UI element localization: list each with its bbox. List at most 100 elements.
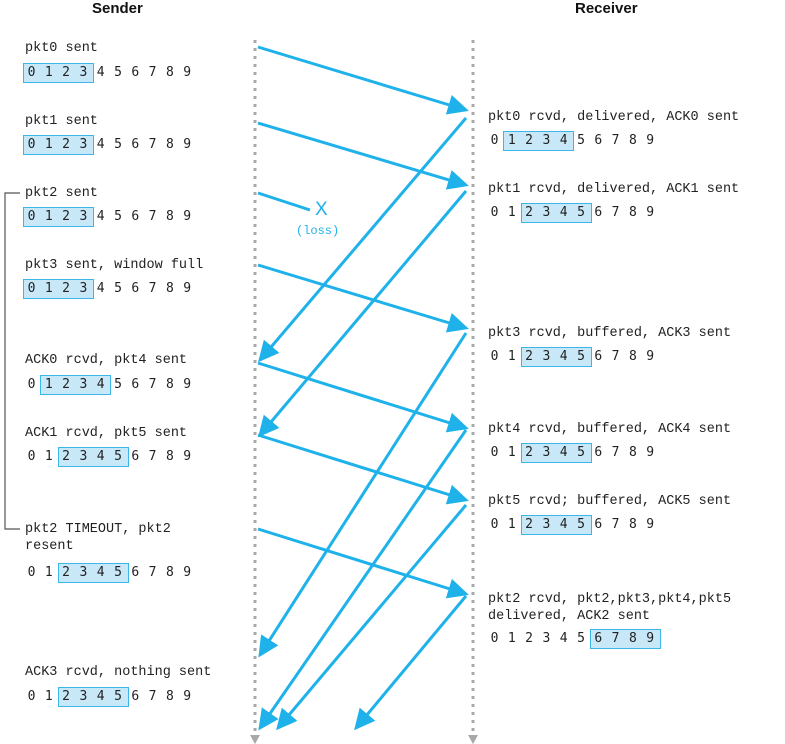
sequence-number: 1 <box>44 565 53 580</box>
sequence-number: 3 <box>542 631 551 646</box>
sequence-number: 9 <box>646 205 655 220</box>
sequence-number: 3 <box>79 377 88 392</box>
sequence-number: 6 <box>594 349 603 364</box>
sequence-number: 5 <box>114 565 122 580</box>
sequence-number: 6 <box>594 133 603 148</box>
sequence-number: 3 <box>79 689 88 704</box>
sequence-number: 5 <box>577 133 585 148</box>
sender-window-highlight <box>57 447 129 467</box>
sequence-number: 0 <box>490 349 499 364</box>
sequence-number: 1 <box>507 205 516 220</box>
sequence-number: 2 <box>525 205 533 220</box>
sequence-number: 1 <box>44 281 53 296</box>
sequence-number: 4 <box>96 65 105 80</box>
sequence-number: 7 <box>611 517 620 532</box>
sequence-number: 1 <box>44 137 53 152</box>
sequence-number: 2 <box>62 449 70 464</box>
ack0-arrow <box>258 117 468 363</box>
sequence-number: 5 <box>114 377 122 392</box>
sequence-number: 8 <box>628 445 637 460</box>
ack4-arrow <box>258 429 468 731</box>
sequence-number: 0 <box>490 205 499 220</box>
sequence-number: 8 <box>165 65 174 80</box>
arrows-group <box>257 45 469 731</box>
sender-event-label: pkt2 sent <box>25 186 98 201</box>
sequence-number: 1 <box>44 449 53 464</box>
sequence-number: 2 <box>525 133 533 148</box>
sequence-number: 2 <box>62 281 70 296</box>
receiver-window-highlight <box>520 515 592 535</box>
sequence-number: 6 <box>594 445 603 460</box>
sequence-number: 6 <box>131 689 140 704</box>
sequence-number: 9 <box>183 377 192 392</box>
sequence-number: 0 <box>27 377 36 392</box>
receiver-event-label: pkt2 rcvd, pkt2,pkt3,pkt4,pkt5 delivered… <box>488 592 732 624</box>
sequence-number: 8 <box>628 349 637 364</box>
sequence-number: 0 <box>490 445 499 460</box>
sequence-number: 6 <box>131 281 140 296</box>
sequence-number: 4 <box>96 209 105 224</box>
sequence-number: 7 <box>148 565 157 580</box>
sequence-number: 1 <box>44 377 53 392</box>
sequence-number: 8 <box>165 377 174 392</box>
sequence-number: 3 <box>79 281 88 296</box>
sequence-number: 0 <box>27 65 36 80</box>
sender-timeline-arrowhead <box>250 735 260 744</box>
sequence-number: 3 <box>79 137 88 152</box>
sequence-number: 9 <box>183 137 192 152</box>
sequence-number: 0 <box>490 133 499 148</box>
sequence-number: 5 <box>577 445 585 460</box>
sequence-number: 3 <box>79 565 88 580</box>
receiver-event-label: pkt1 rcvd, delivered, ACK1 sent <box>488 182 740 197</box>
sequence-number: 1 <box>507 631 516 646</box>
ack1-arrow <box>258 190 468 438</box>
sequence-number: 4 <box>96 449 105 464</box>
pkt2-lost-arrow <box>257 191 311 212</box>
sequence-number: 4 <box>559 133 568 148</box>
sequence-number: 5 <box>114 65 122 80</box>
pkt1-arrow <box>257 121 469 190</box>
sequence-number: 8 <box>628 517 637 532</box>
sender-window-highlight <box>57 687 129 707</box>
sequence-number: 4 <box>96 565 105 580</box>
sequence-number: 4 <box>96 137 105 152</box>
sender-window-highlight <box>23 135 95 155</box>
sequence-number: 7 <box>611 445 620 460</box>
sequence-number: 3 <box>542 133 551 148</box>
sequence-number: 1 <box>44 65 53 80</box>
sequence-number: 4 <box>559 517 568 532</box>
sender-window-highlight <box>40 375 112 395</box>
sequence-number: 1 <box>44 209 53 224</box>
sequence-number: 0 <box>490 631 499 646</box>
sequence-number: 9 <box>183 281 192 296</box>
receiver-timeline-arrowhead <box>468 735 478 744</box>
sequence-number: 3 <box>542 517 551 532</box>
sequence-number: 7 <box>148 65 157 80</box>
sequence-number: 2 <box>62 377 70 392</box>
sender-event-label: ACK0 rcvd, pkt4 sent <box>25 353 188 368</box>
receiver-event-label: pkt0 rcvd, delivered, ACK0 sent <box>488 110 740 125</box>
sequence-number: 3 <box>79 65 88 80</box>
sequence-number: 9 <box>183 449 192 464</box>
sequence-number: 9 <box>183 209 192 224</box>
sender-header: Sender <box>92 0 143 17</box>
loss-label: (loss) <box>296 224 340 238</box>
sender-event-label: ACK3 rcvd, nothing sent <box>25 665 212 680</box>
sequence-number: 8 <box>165 449 174 464</box>
sequence-number: 8 <box>165 209 174 224</box>
sequence-number: 5 <box>577 517 585 532</box>
sender-window-highlight <box>23 279 95 299</box>
sequence-number: 8 <box>628 631 637 646</box>
sequence-number: 1 <box>507 445 516 460</box>
sequence-number: 7 <box>148 137 157 152</box>
sender-window-highlight <box>57 563 129 583</box>
sequence-number: 4 <box>559 445 568 460</box>
receiver-header: Receiver <box>575 0 638 17</box>
sequence-number: 6 <box>131 209 140 224</box>
